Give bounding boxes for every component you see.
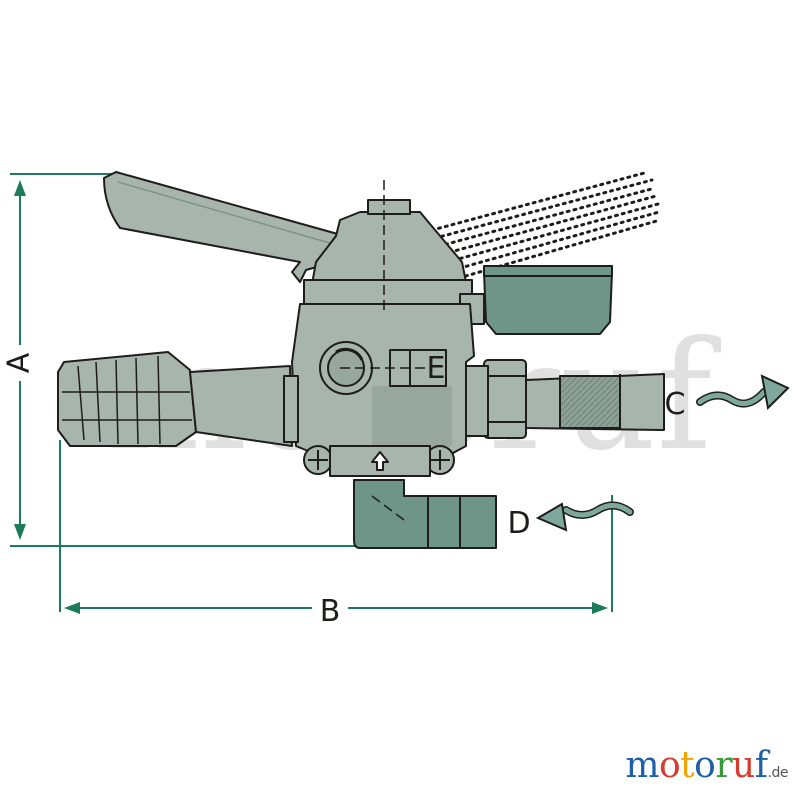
spray-nozzle: [57, 351, 197, 447]
centre-lines: [340, 180, 430, 521]
dimension-label-a: A: [2, 352, 37, 373]
outlet-nut: [483, 359, 527, 439]
upper-housing: [311, 211, 467, 285]
dimension-arrowheads: [14, 180, 608, 614]
logo-letter: m: [625, 745, 659, 786]
logo-letter: f: [754, 745, 768, 786]
logo-letter: o: [694, 745, 716, 786]
flow-arrow-in: [535, 501, 634, 532]
logo-letter: u: [732, 745, 755, 786]
port-label-e: E: [427, 351, 446, 386]
dimension-label-b: B: [320, 594, 341, 629]
flow-arrow-out: [696, 374, 790, 411]
inlet-elbow: [353, 479, 497, 549]
brand-logo: motoruf.de: [625, 745, 788, 786]
port-label-c: C: [665, 387, 686, 422]
logo-tld: .de: [767, 765, 789, 781]
pressure-gauge: [483, 271, 613, 335]
logo-letters: motoruf: [625, 745, 768, 786]
logo-letter: r: [715, 745, 733, 786]
port-label-d: D: [507, 506, 530, 541]
logo-letter: o: [658, 745, 681, 786]
logo-letter: t: [680, 745, 695, 786]
